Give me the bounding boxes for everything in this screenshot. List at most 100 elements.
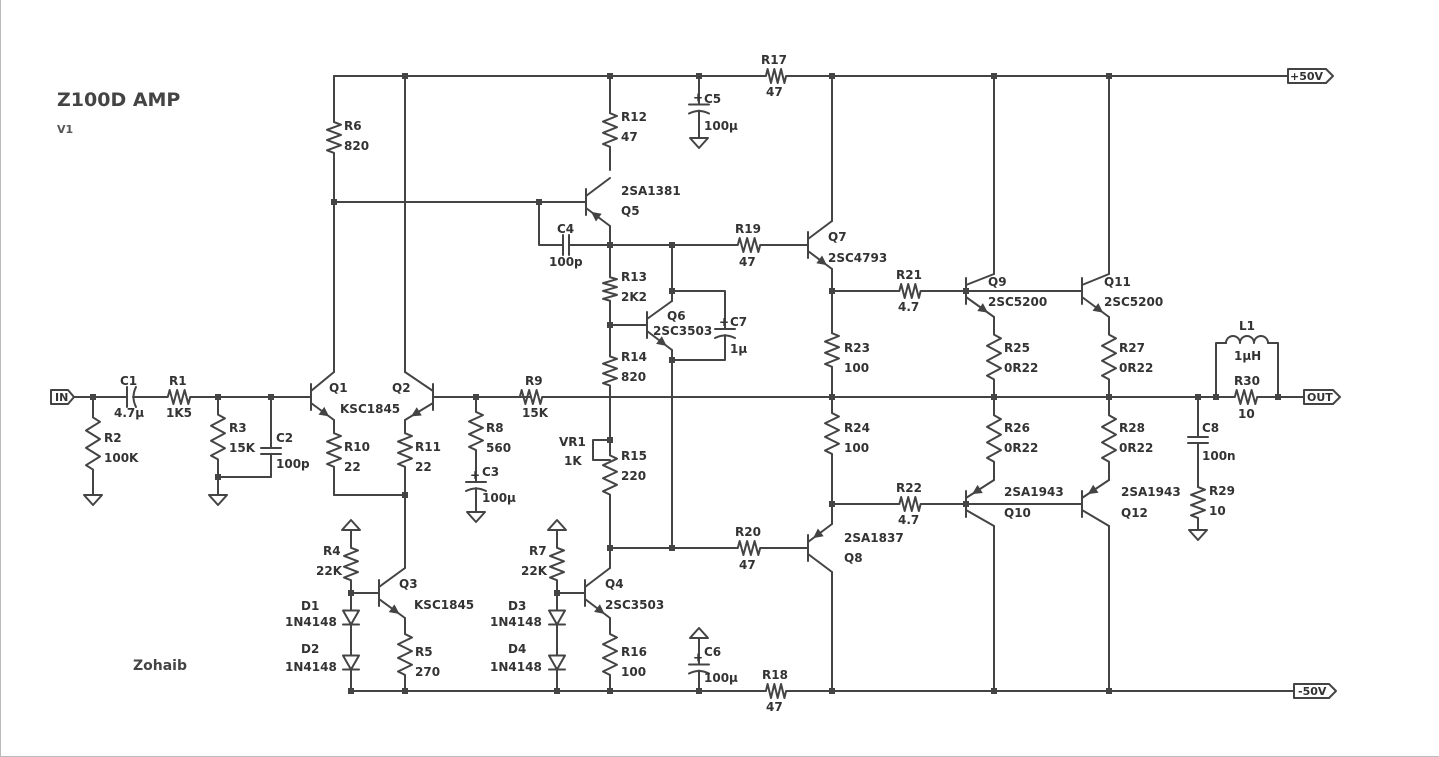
resistor-r12 bbox=[602, 99, 618, 161]
value-r29: 10 bbox=[1209, 504, 1226, 518]
ref-d2: D2 bbox=[301, 642, 319, 656]
ref-r12: R12 bbox=[621, 110, 647, 124]
resistor-r10 bbox=[326, 419, 342, 481]
transistor-q7 bbox=[806, 220, 833, 270]
ref-q4: Q4 bbox=[605, 577, 624, 591]
ground-zobel bbox=[1188, 529, 1208, 541]
ref-r26: R26 bbox=[1004, 421, 1030, 435]
ref-r19: R19 bbox=[735, 222, 761, 236]
capacitor-c6: + bbox=[688, 651, 710, 681]
value-r5: 270 bbox=[415, 665, 440, 679]
resistor-r27 bbox=[1101, 316, 1117, 398]
ref-r17: R17 bbox=[761, 53, 787, 67]
value-d1: 1N4148 bbox=[285, 615, 337, 629]
label-q11: Q11 2SC5200 bbox=[1104, 275, 1163, 309]
resistor-r6 bbox=[326, 109, 342, 166]
port-out-label: OUT bbox=[1307, 391, 1333, 404]
vref-q3 bbox=[341, 519, 361, 531]
ref-r30: R30 bbox=[1234, 374, 1260, 388]
resistor-r18 bbox=[757, 683, 795, 699]
transistor-q5 bbox=[580, 177, 611, 227]
value-r13: 2K2 bbox=[621, 290, 647, 304]
resistor-r20 bbox=[728, 540, 770, 556]
svg-text:+: + bbox=[470, 468, 480, 482]
ref-r18: R18 bbox=[762, 668, 788, 682]
label-q7: Q7 2SC4793 bbox=[828, 230, 887, 265]
value-r23: 100 bbox=[844, 361, 869, 375]
ref-q1: Q1 bbox=[329, 381, 348, 395]
value-l1: 1µH bbox=[1234, 349, 1261, 363]
ref-q8: Q8 bbox=[844, 551, 863, 565]
value-q11: 2SC5200 bbox=[1104, 295, 1163, 309]
resistor-r30 bbox=[1225, 389, 1267, 405]
resistor-r26 bbox=[986, 396, 1002, 481]
value-r2: 100K bbox=[104, 451, 139, 465]
ground-feedback bbox=[466, 511, 486, 523]
value-d4: 1N4148 bbox=[490, 660, 542, 674]
capacitor-c4 bbox=[555, 234, 577, 256]
value-r15: 220 bbox=[621, 469, 646, 483]
value-c1: 4.7µ bbox=[114, 406, 144, 420]
ref-q11: Q11 bbox=[1104, 275, 1131, 289]
resistor-r2 bbox=[85, 396, 101, 491]
value-r19: 47 bbox=[739, 255, 756, 269]
value-r7: 22K bbox=[521, 564, 548, 578]
ref-q6: Q6 bbox=[667, 309, 686, 323]
resistor-r13 bbox=[602, 267, 618, 311]
value-c6: 100µ bbox=[704, 671, 738, 685]
value-r20: 47 bbox=[739, 558, 756, 572]
value-c3: 100µ bbox=[482, 491, 516, 505]
inductor-l1 bbox=[1225, 335, 1269, 344]
component-labels: R1747R1847R11K5C14.7µR2100KR315KC2100pR6… bbox=[104, 53, 1261, 714]
value-r4: 22K bbox=[316, 564, 343, 578]
resistor-r5 bbox=[397, 617, 413, 692]
ref-r11: R11 bbox=[415, 440, 441, 454]
ground-input bbox=[208, 494, 228, 506]
value-r18: 47 bbox=[766, 700, 783, 714]
capacitor-c2 bbox=[260, 439, 282, 463]
resistor-r21 bbox=[890, 283, 930, 299]
value-q10: 2SA1943 bbox=[1004, 485, 1064, 499]
transistor-q3 bbox=[378, 567, 406, 619]
value-q7: 2SC4793 bbox=[828, 251, 887, 265]
value-c4: 100p bbox=[549, 255, 583, 269]
capacitor-c5: + bbox=[688, 91, 710, 121]
transistor-q1 bbox=[305, 371, 335, 421]
transistor-q12 bbox=[1081, 479, 1110, 527]
value-r6: 820 bbox=[344, 139, 369, 153]
components: ++++ bbox=[83, 68, 1269, 699]
label-c3: C3 100µ bbox=[482, 465, 516, 505]
value-q9: 2SC5200 bbox=[988, 295, 1047, 309]
resistor-r11 bbox=[397, 419, 413, 481]
diode-d3 bbox=[548, 604, 566, 631]
ref-c3: C3 bbox=[482, 465, 499, 479]
ref-c6: C6 bbox=[704, 645, 721, 659]
value-d3: 1N4148 bbox=[490, 615, 542, 629]
port-out: OUT bbox=[1303, 389, 1341, 405]
ref-r25: R25 bbox=[1004, 341, 1030, 355]
port-vneg: -50V bbox=[1293, 683, 1337, 699]
ref-q7: Q7 bbox=[828, 230, 847, 244]
label-r19: R19 47 bbox=[735, 222, 761, 269]
transistor-q2 bbox=[404, 371, 439, 421]
transistor-q8 bbox=[806, 523, 833, 573]
value-r28: 0R22 bbox=[1119, 441, 1153, 455]
diode-d4 bbox=[548, 649, 566, 676]
ref-q2: Q2 bbox=[392, 381, 411, 395]
resistor-r15 bbox=[602, 439, 618, 511]
resistor-r16 bbox=[602, 617, 618, 692]
